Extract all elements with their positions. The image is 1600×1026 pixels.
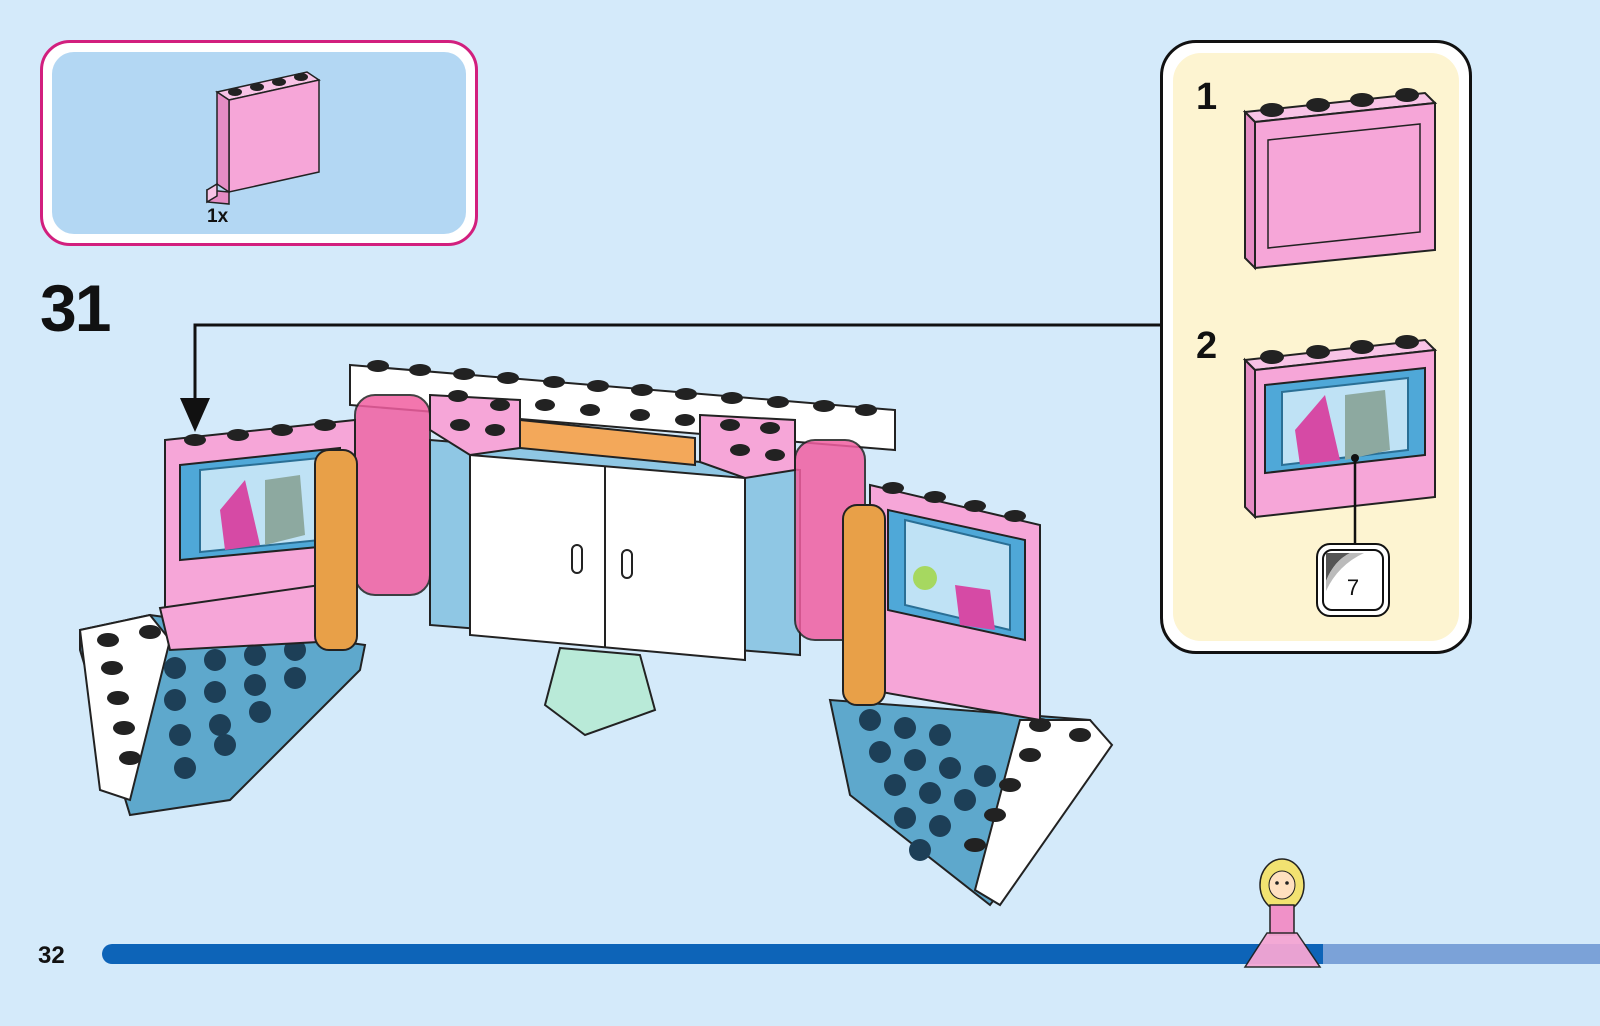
princess-minifigure-icon [0, 0, 1600, 1026]
